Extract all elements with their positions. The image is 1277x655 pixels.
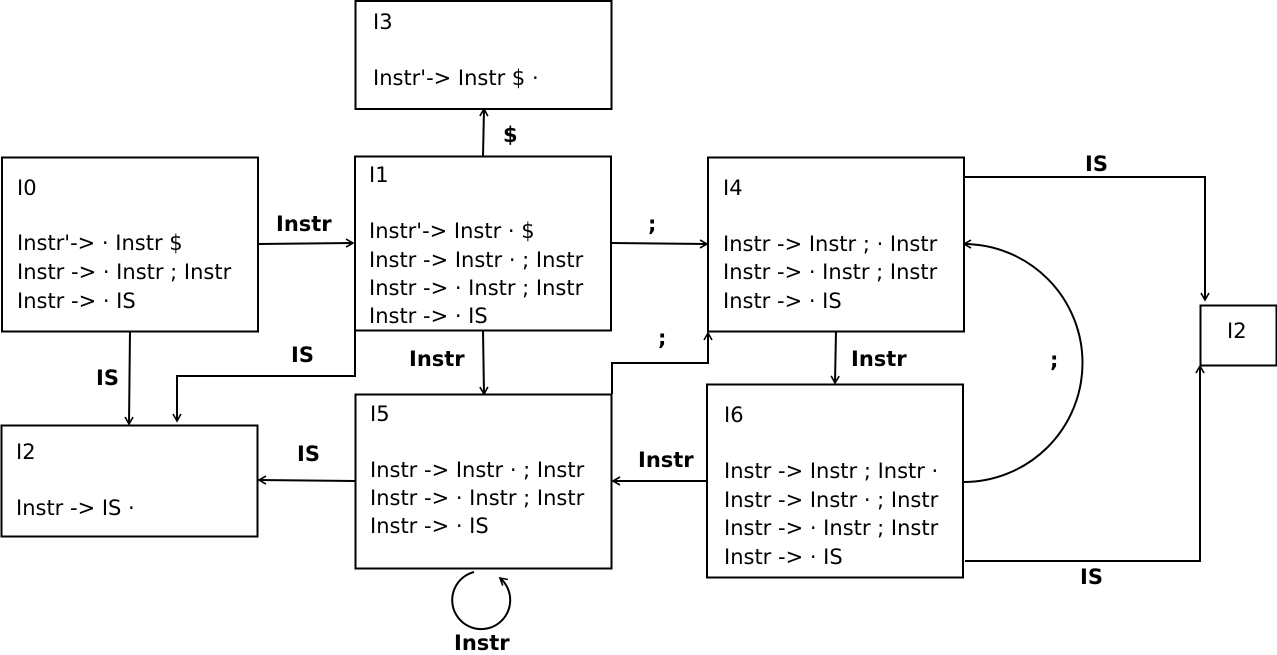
transition-i6-i4: ;: [962, 239, 1084, 484]
edge-label: ;: [1050, 348, 1058, 372]
transition-i1-i2: IS: [172, 331, 356, 423]
item-line: Instr -> · IS: [723, 289, 842, 313]
item-line: Instr'-> Instr $ ·: [373, 66, 539, 90]
state-i6: I6 Instr -> Instr ; Instr · Instr -> Ins…: [706, 383, 964, 579]
state-i0: I0 Instr'-> · Instr $ Instr -> · Instr ;…: [1, 156, 259, 333]
item-line: Instr -> Instr · ; Instr: [369, 248, 584, 272]
transition-i1-i3: $: [479, 107, 518, 157]
edge-label: ;: [658, 326, 666, 350]
transition-i4-i6: Instr: [830, 330, 907, 385]
edge-label: IS: [96, 366, 119, 390]
state-i5: I5 Instr -> Instr · ; Instr Instr -> · I…: [354, 393, 613, 570]
item-line: Instr -> · IS: [370, 514, 489, 538]
edge-label: Instr: [454, 631, 510, 655]
edge-label: Instr: [276, 212, 332, 236]
edge-label: IS: [297, 442, 320, 466]
transition-i6-i2: IS: [965, 364, 1205, 589]
state-i1: I1 Instr'-> Instr · $ Instr -> Instr · ;…: [354, 155, 612, 332]
edge-label: Instr: [409, 347, 465, 371]
transition-i6-i5: Instr: [611, 448, 707, 486]
state-name: I5: [370, 402, 390, 426]
transition-i1-i5: Instr: [409, 329, 489, 396]
item-line: Instr'-> Instr · $: [369, 219, 535, 243]
item-line: Instr -> Instr ; Instr ·: [724, 459, 938, 483]
transition-i5-i5: Instr: [451, 571, 512, 655]
state-name: I0: [17, 176, 37, 200]
item-line: Instr -> · Instr ; Instr: [723, 260, 938, 284]
transition-i0-i1: Instr: [257, 212, 355, 248]
edge-label: IS: [1080, 565, 1103, 589]
transition-i1-i4: ;: [610, 212, 709, 249]
state-name: I2: [16, 440, 36, 464]
edge-label: Instr: [638, 448, 694, 472]
transition-i5-i2: IS: [257, 442, 356, 485]
state-name: I4: [723, 176, 743, 200]
state-name: I2: [1227, 319, 1247, 343]
state-i4: I4 Instr -> Instr ; · Instr Instr -> · I…: [707, 156, 965, 333]
item-line: Instr -> Instr ; · Instr: [723, 232, 938, 256]
state-i2-reference: I2: [1199, 304, 1277, 367]
item-line: Instr -> Instr · ; Instr: [724, 488, 939, 512]
item-line: Instr -> IS ·: [16, 496, 135, 520]
state-i3: I3 Instr'-> Instr $ ·: [354, 0, 613, 110]
item-line: Instr'-> · Instr $: [17, 231, 183, 255]
item-line: Instr -> · IS: [17, 289, 136, 313]
state-i2: I2 Instr -> IS ·: [0, 424, 259, 538]
item-line: Instr -> · Instr ; Instr: [17, 260, 232, 284]
edge-label: IS: [291, 343, 314, 367]
item-line: Instr -> · IS: [724, 545, 843, 569]
item-line: Instr -> · IS: [369, 304, 488, 328]
edge-label: Instr: [851, 347, 907, 371]
edge-label: ;: [648, 212, 656, 236]
edge-label: $: [503, 123, 518, 147]
item-line: Instr -> Instr · ; Instr: [370, 458, 585, 482]
edge-label: IS: [1085, 152, 1108, 176]
item-line: Instr -> · Instr ; Instr: [370, 486, 585, 510]
state-name: I1: [369, 163, 389, 187]
transition-i0-i2: IS: [96, 330, 134, 426]
item-line: Instr -> · Instr ; Instr: [369, 276, 584, 300]
transition-i5-i4: ;: [611, 326, 713, 394]
item-line: Instr -> · Instr ; Instr: [724, 516, 939, 540]
state-name: I6: [724, 403, 744, 427]
transition-i4-i2: IS: [964, 152, 1210, 302]
state-name: I3: [373, 10, 393, 34]
